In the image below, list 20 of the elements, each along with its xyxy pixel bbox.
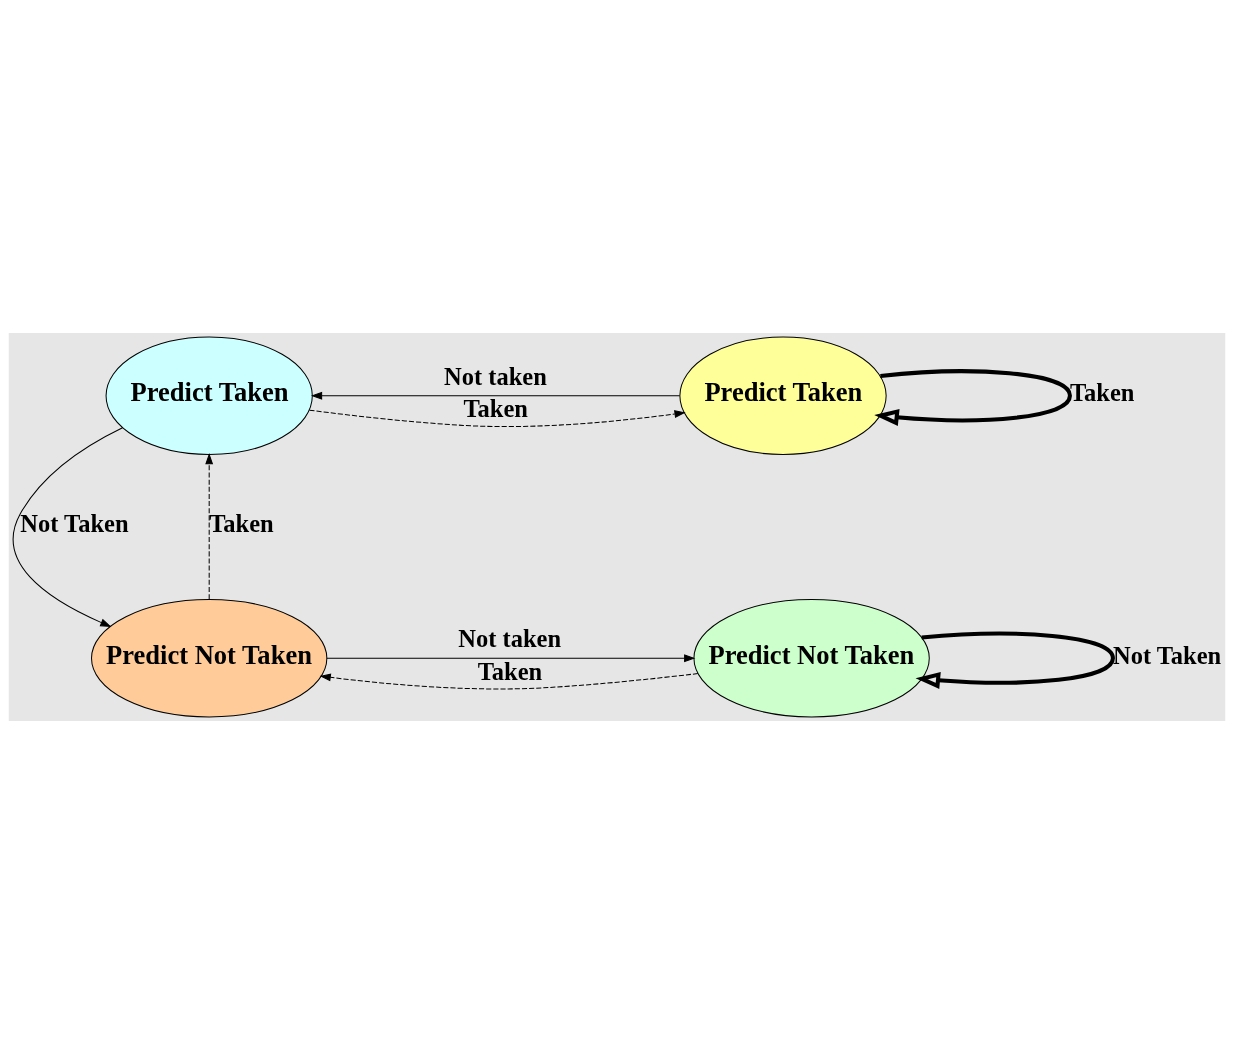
node-ellipse: Predict Not Taken [693,599,930,718]
node-ellipse: Predict Not Taken [91,599,328,718]
arrow [874,369,1072,427]
node-ellipse: Predict Taken [679,336,887,455]
arrow [915,631,1115,689]
edge-label: Taken [1069,379,1135,407]
arrow [326,654,696,663]
edge-label: Taken [477,657,543,685]
arrow [310,391,681,400]
arrow [319,673,699,690]
edge-label: Not Taken [20,510,129,538]
edge-label: Not taken [458,625,562,653]
arrow [205,453,214,600]
node-ellipse: Predict Taken [105,336,313,455]
edge-label: Taken [209,510,274,538]
edge-label: Taken [463,395,528,423]
arrow [12,427,124,627]
edge-label: Not taken [444,362,547,390]
arrow [308,409,686,428]
edge-label: Not Taken [1112,641,1222,669]
